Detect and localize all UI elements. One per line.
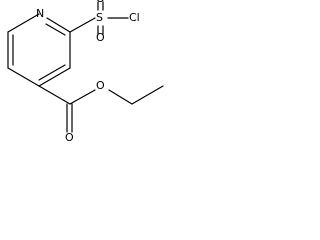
bond-c3-c4 <box>7 67 40 87</box>
bond-c4-c5 <box>38 67 71 87</box>
bond-c6-n <box>46 17 71 33</box>
bond-c6-s <box>69 17 96 33</box>
bond-c4-carbonyl-c <box>38 85 71 105</box>
bond-ch2-ch3 <box>131 85 164 105</box>
atom-label-ring-n: N <box>36 7 44 20</box>
atom-label-ester-o: O <box>96 79 105 92</box>
atom-labels: N S O O Cl O O <box>36 0 140 144</box>
bond-n-c2 <box>7 13 40 33</box>
atom-label-sulfur: S <box>96 11 103 24</box>
ethyl-ester-group <box>38 85 164 133</box>
atom-label-sulfonyl-o-bottom: O <box>96 31 105 44</box>
atom-label-sulfonyl-o-top: O <box>96 0 105 5</box>
structure-diagram: N S O O Cl O O <box>7 0 164 144</box>
atom-label-chlorine: Cl <box>129 11 140 24</box>
sulfonyl-chloride-group <box>69 1 129 35</box>
bond-c6-n-double <box>45 23 66 36</box>
bond-carbonyl-c-ester-o <box>69 89 96 105</box>
bond-c4-c5-double <box>38 64 66 81</box>
atom-label-carbonyl-o: O <box>65 131 74 144</box>
pyridine-ring <box>7 13 71 87</box>
bond-ester-o-ch2 <box>108 89 133 105</box>
